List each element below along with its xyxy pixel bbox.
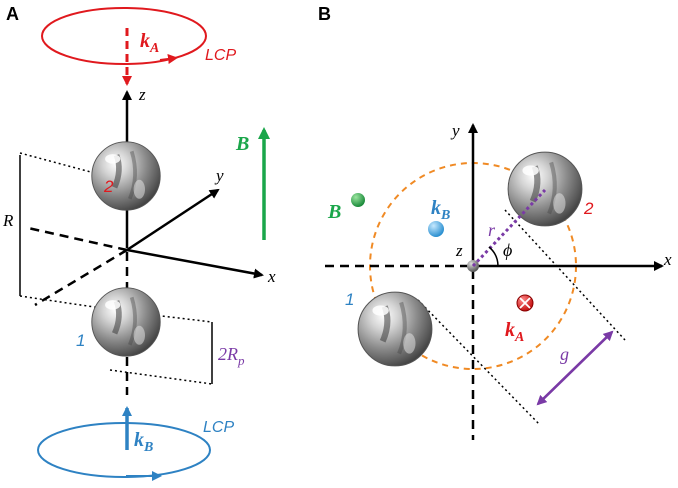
b-z-axis-label: z (455, 241, 463, 260)
separation-label: R (2, 211, 14, 230)
k-a-label: kA (505, 319, 524, 345)
lcp-ring-bottom (37, 422, 211, 478)
plane-top-edge (19, 152, 129, 183)
radius-bottom-guide (109, 369, 213, 385)
r-label: r (488, 220, 496, 240)
gap-label: g (560, 344, 569, 364)
panel-b-label: B (318, 4, 331, 24)
k-a-cross-icon (519, 297, 531, 309)
lcp-ring-top (41, 7, 207, 65)
gap-arrow-b (537, 330, 614, 405)
sphere-1-label: 1 (345, 290, 354, 309)
sphere-2-label: 2 (583, 199, 594, 218)
x-axis-label: x (267, 267, 276, 286)
y-axis (126, 188, 220, 252)
k-b-dot (428, 221, 444, 237)
b-x-axis-label: x (663, 250, 672, 269)
radius-top-guide (127, 311, 213, 323)
lcp-direction-arrow-top (159, 54, 178, 64)
sphere-2-label: 2 (103, 177, 114, 196)
gap-guide-lower (417, 299, 541, 426)
phi-label: ϕ (503, 240, 512, 260)
sphere-1 (92, 288, 160, 356)
lcp-label-bottom: LCP (203, 419, 234, 436)
x-axis-negative (27, 226, 128, 252)
k-b-label: kB (431, 197, 450, 223)
k-b-label-bottom: kB (134, 429, 153, 455)
panel-b: B y x z 2 1 r ϕ g B (318, 4, 672, 440)
sphere-1-label: 1 (76, 331, 85, 350)
b-field-label: B (235, 133, 249, 155)
panel-a-label: A (6, 4, 19, 24)
x-axis (126, 248, 264, 279)
y-axis-negative (34, 248, 128, 307)
phi-arc (488, 246, 499, 267)
b-field-label: B (327, 201, 341, 223)
z-axis-label: z (138, 85, 146, 104)
sphere-2 (92, 142, 160, 210)
b-y-axis-label: y (450, 121, 460, 140)
radius-label: 2Rp (218, 344, 245, 368)
sphere-1 (358, 292, 432, 366)
lcp-label-top: LCP (205, 47, 236, 64)
y-axis-label: y (214, 166, 224, 185)
b-field-dot (351, 193, 365, 207)
k-a-label-top: kA (140, 30, 159, 56)
panel-a: A kA LCP z y x R 2 1 2Rp (2, 4, 276, 481)
gap-guide-upper (504, 209, 626, 341)
sphere-2 (508, 152, 582, 226)
